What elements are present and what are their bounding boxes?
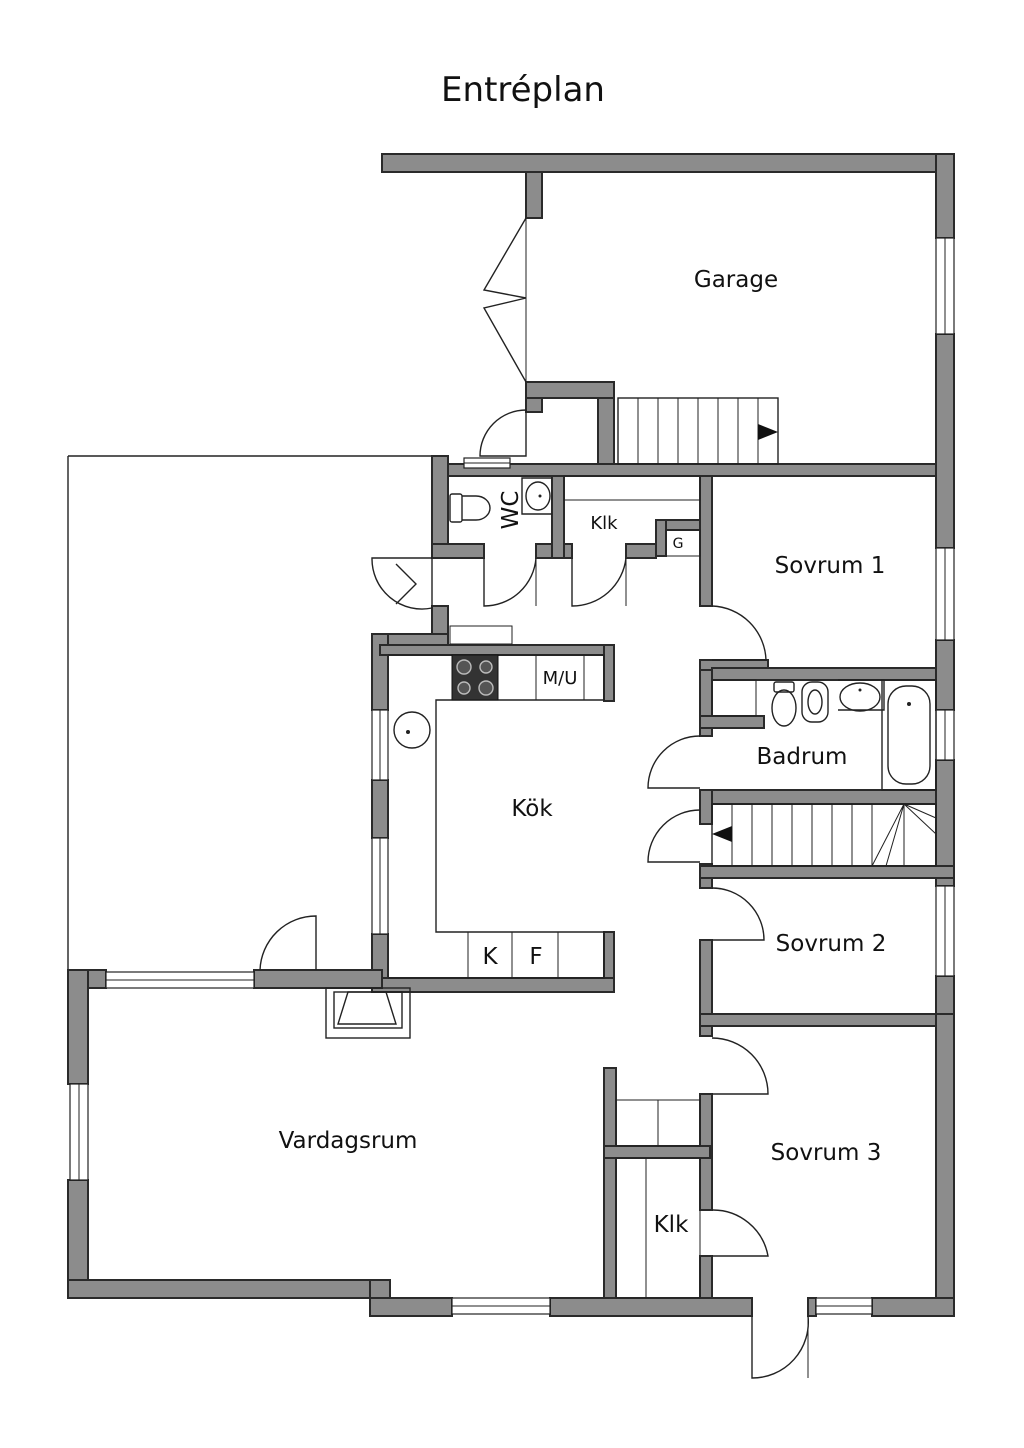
vardagsrum-label: Vardagsrum (279, 1128, 418, 1154)
g-label: G (673, 536, 684, 552)
badrum-window (935, 709, 955, 761)
sovrum1-window (935, 547, 955, 641)
kitchen-sink-icon (393, 711, 431, 749)
closet-shelf (563, 475, 701, 501)
badrum-label: Badrum (757, 744, 848, 770)
toilet-icon (449, 493, 491, 523)
wc-label: WC (498, 491, 524, 530)
klk-bottom-label: Klk (654, 1212, 689, 1238)
living-window-left (69, 1083, 89, 1181)
sovrum3-window (815, 1297, 873, 1315)
klk-top-label: Klk (590, 513, 618, 534)
g-box (665, 529, 701, 557)
bathroom-fixtures (711, 679, 937, 791)
bath-sink-icon (838, 679, 885, 712)
garage-stairs (617, 397, 779, 465)
sovrum2-window (935, 885, 955, 977)
sovrum1-label: Sovrum 1 (775, 553, 886, 579)
kitchen-counter (388, 654, 605, 979)
stove-icon (451, 654, 499, 701)
bathtub-icon (881, 679, 937, 791)
f-label: F (529, 944, 542, 970)
doors (259, 217, 810, 1379)
garage-window (935, 237, 955, 335)
kitchen-window-2 (371, 837, 389, 935)
mu-label: M/U (543, 668, 578, 689)
kok-label: Kök (511, 796, 553, 822)
living-window-bottom (451, 1297, 551, 1315)
kitchen-window-1 (371, 709, 389, 781)
entry-shelf (449, 625, 513, 645)
bidet-icon (801, 681, 829, 723)
wc-window (463, 457, 511, 469)
bath-toilet-icon (771, 681, 797, 727)
k-label: K (482, 944, 498, 970)
closet-lower (615, 1099, 701, 1299)
plan-title: Entréplan (441, 70, 605, 110)
fireplace-icon (325, 987, 411, 1039)
patio-outline (67, 455, 432, 972)
sovrum3-label: Sovrum 3 (771, 1140, 882, 1166)
hall-stairs (711, 803, 937, 867)
living-window-top (105, 971, 255, 989)
windows (69, 237, 955, 1315)
sovrum2-label: Sovrum 2 (776, 931, 887, 957)
garage-label: Garage (694, 267, 778, 293)
wc-sink-icon (521, 477, 552, 515)
